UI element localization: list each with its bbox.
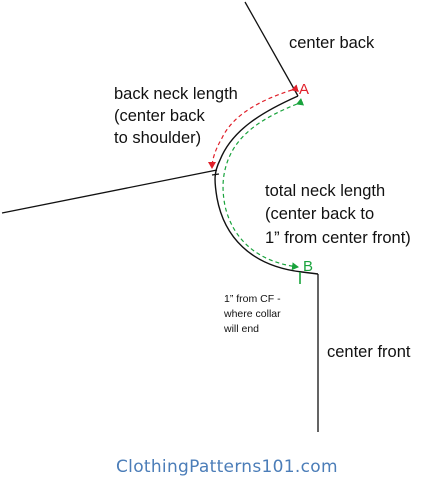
- center-front-label: center front: [327, 343, 411, 361]
- total-neck-label-line-1: total neck length: [265, 182, 385, 200]
- site-watermark: ClothingPatterns101.com: [116, 457, 338, 477]
- back-neck-label-line-1: back neck length: [114, 85, 238, 103]
- back-neck-length-arrow: [208, 84, 299, 169]
- total-neck-label-line-2: (center back to: [265, 205, 374, 223]
- shoulder-line: [1, 169, 218, 214]
- cf-note-line-3: will end: [223, 323, 259, 335]
- center-back-label: center back: [289, 34, 375, 52]
- point-b-label: B: [303, 258, 313, 275]
- cf-note-line-1: 1” from CF -: [224, 293, 281, 305]
- point-a-label: A: [299, 81, 309, 98]
- back-neck-label-line-3: to shoulder): [114, 129, 201, 147]
- cf-note-line-2: where collar: [223, 308, 281, 320]
- total-neck-label-line-3: 1” from center front): [265, 229, 411, 247]
- back-neck-label-line-2: (center back: [114, 107, 206, 125]
- center-back-line: [244, 1, 299, 97]
- shoulder-neck-point: [211, 173, 220, 176]
